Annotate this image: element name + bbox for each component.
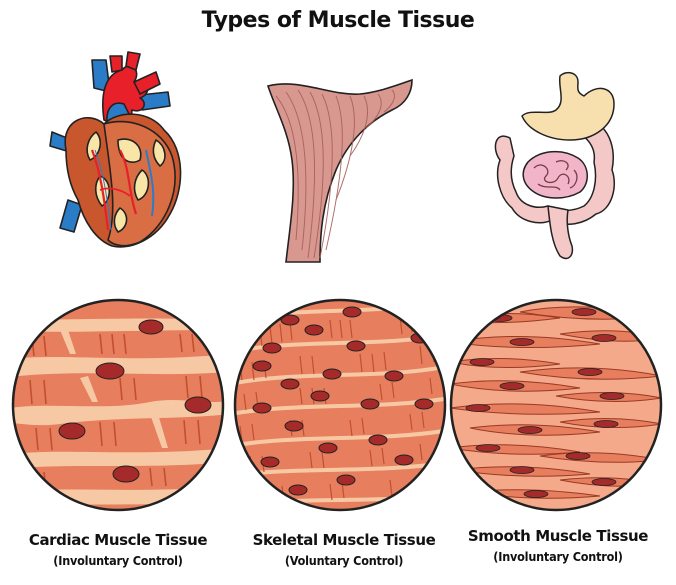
cardiac-caption: Cardiac Muscle Tissue (Involuntary Contr… [8,531,228,568]
diagram-title: Types of Muscle Tissue [201,8,475,33]
cardiac-name: Cardiac Muscle Tissue [28,531,208,549]
skeletal-control: (Voluntary Control) [284,553,404,568]
cardiac-control: (Involuntary Control) [53,553,183,568]
smooth-control: (Involuntary Control) [493,549,623,564]
skeletal-muscle-icon [266,78,413,263]
skeletal-caption: Skeletal Muscle Tissue (Voluntary Contro… [234,531,454,568]
digestive-tract-icon [494,71,616,260]
smooth-caption: Smooth Muscle Tissue (Involuntary Contro… [448,527,668,564]
heart-icon [49,51,182,248]
skeletal-name: Skeletal Muscle Tissue [252,531,436,549]
cardiac-tissue-circle [11,298,225,512]
smooth-tissue-circle [449,298,663,512]
smooth-name: Smooth Muscle Tissue [467,527,649,545]
skeletal-tissue-circle [233,298,447,512]
